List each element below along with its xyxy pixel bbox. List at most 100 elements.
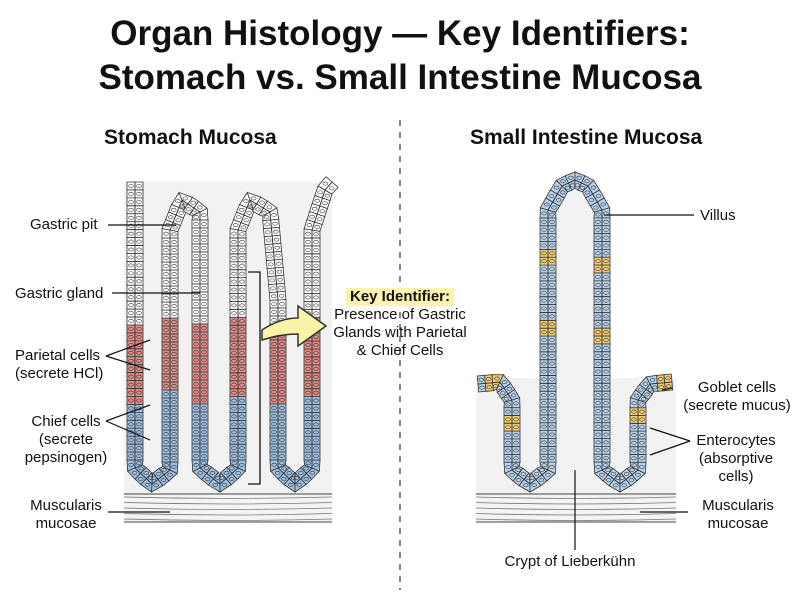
intestine-epithelium [503, 407, 513, 416]
intestine-epithelium [539, 280, 549, 290]
cell-nucleus [279, 382, 285, 386]
cell-nucleus [136, 454, 142, 458]
cell-nucleus [239, 263, 245, 268]
cell-nucleus [172, 225, 179, 230]
stomach-epithelium [134, 181, 144, 191]
key-identifier: Key Identifier: Presence of Gastric Glan… [320, 288, 480, 360]
cell-nucleus [635, 472, 641, 477]
cell-nucleus [515, 478, 522, 483]
stomach-epithelium [161, 373, 171, 383]
stomach-epithelium [169, 261, 179, 271]
cell-nucleus [613, 483, 619, 488]
cell-nucleus [279, 438, 285, 442]
cell-nucleus [574, 183, 581, 188]
stomach-epithelium [191, 323, 201, 333]
stomach-epithelium [161, 437, 171, 447]
stomach-epithelium [169, 245, 179, 255]
cell-nucleus [136, 327, 142, 331]
stomach-epithelium [134, 292, 144, 302]
stomach-epithelium [268, 283, 278, 294]
cell-nucleus [513, 456, 519, 461]
cell-nucleus [193, 262, 199, 266]
stomach-muscularis-mucosae-fiber [123, 502, 333, 505]
intestine-epithelium [593, 375, 603, 384]
cell-nucleus [193, 318, 199, 322]
intestine-epithelium [511, 430, 521, 440]
cell-nucleus [520, 471, 527, 476]
stomach-epithelium [303, 277, 313, 286]
intestine-epithelium [539, 382, 549, 392]
stomach-epithelium [311, 372, 321, 382]
cell-nucleus [298, 471, 304, 475]
cell-nucleus [600, 202, 607, 207]
cell-nucleus [231, 239, 237, 244]
cell-nucleus [171, 368, 177, 372]
cell-nucleus [584, 179, 590, 184]
cell-nucleus [541, 345, 547, 350]
cell-nucleus [551, 205, 557, 210]
stomach-epithelium [134, 451, 144, 461]
stomach-epithelium [269, 347, 279, 357]
cell-nucleus [549, 322, 555, 327]
stomach-epithelium [271, 234, 282, 245]
stomach-epithelium [126, 364, 136, 374]
cell-nucleus [270, 286, 276, 291]
stomach-epithelium [126, 348, 136, 358]
stomach-epithelium [134, 356, 144, 366]
intestine-epithelium [539, 272, 549, 282]
intestine-epithelium [539, 375, 549, 384]
cell-nucleus [128, 295, 134, 300]
cell-nucleus [603, 377, 609, 382]
cell-nucleus [239, 358, 245, 363]
cell-nucleus [595, 393, 601, 398]
cell-nucleus [623, 471, 630, 476]
cell-nucleus [136, 192, 142, 196]
cell-nucleus [239, 366, 245, 371]
cell-nucleus [231, 374, 237, 379]
cell-nucleus [549, 330, 555, 335]
cell-nucleus [163, 463, 169, 468]
cell-nucleus [239, 335, 245, 340]
stomach-epithelium [126, 261, 136, 270]
cell-nucleus [305, 271, 311, 276]
stomach-epithelium [277, 363, 287, 373]
cell-nucleus [505, 402, 511, 407]
stomach-epithelium [191, 331, 201, 341]
cell-nucleus [305, 366, 311, 371]
cell-nucleus [201, 238, 207, 242]
stomach-epithelium [311, 356, 321, 366]
stomach-epithelium [191, 275, 201, 285]
intestine-epithelium [547, 304, 557, 313]
cell-nucleus [303, 466, 309, 471]
stomach-epithelium [134, 380, 144, 389]
stomach-epithelium [237, 237, 247, 247]
cell-nucleus [171, 416, 177, 420]
intestine-epithelium [601, 414, 611, 424]
cell-nucleus [193, 286, 199, 290]
cell-nucleus [266, 205, 273, 210]
intestine-epithelium [539, 225, 549, 235]
cell-nucleus [128, 271, 134, 276]
intestine-epithelium [539, 256, 549, 266]
stomach-epithelium [199, 347, 209, 357]
cell-nucleus [275, 253, 281, 258]
cell-nucleus [201, 406, 207, 410]
cell-nucleus [201, 438, 207, 442]
stomach-epithelium [237, 261, 247, 271]
intestine-epithelium [593, 280, 603, 290]
cell-nucleus [171, 360, 177, 364]
cell-nucleus [279, 446, 285, 450]
cell-nucleus [128, 366, 134, 371]
cell-nucleus [163, 264, 169, 268]
cell-nucleus [171, 440, 177, 444]
cell-nucleus [239, 239, 245, 244]
stomach-epithelium [229, 308, 239, 318]
cell-nucleus [638, 387, 644, 392]
stomach-epithelium [269, 435, 279, 445]
stomach-epithelium [199, 339, 209, 349]
cell-nucleus [231, 271, 237, 276]
stomach-epithelium [271, 226, 281, 237]
cell-nucleus [313, 430, 319, 435]
cell-nucleus [628, 478, 635, 483]
cell-nucleus [128, 406, 134, 411]
